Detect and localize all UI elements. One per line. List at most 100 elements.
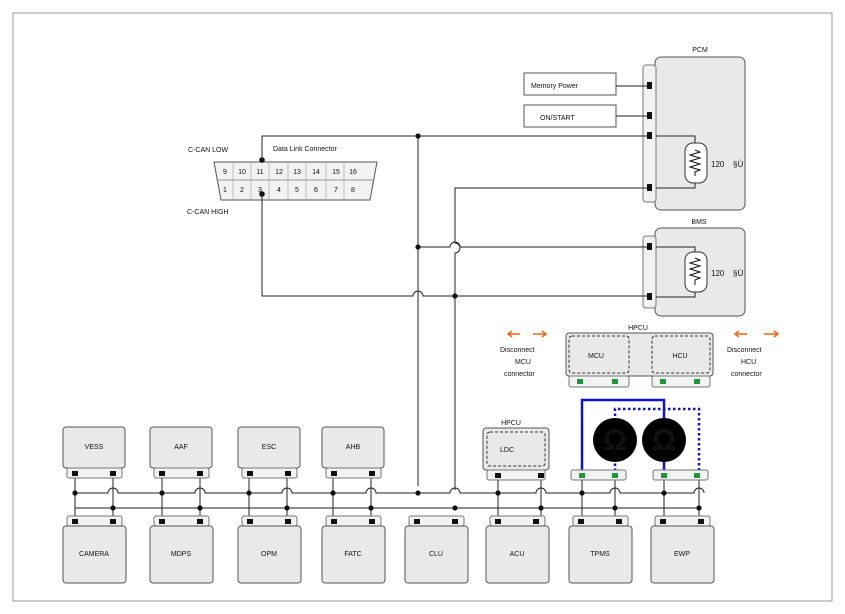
mcu-pin (577, 379, 583, 384)
module-mdps: MDPS (149, 515, 214, 584)
hpcu-ldc-label: HPCU (501, 420, 521, 427)
connector-pin (661, 473, 667, 478)
dlc-pin-label: 2 (240, 187, 244, 194)
dlc-pin-label: 7 (334, 187, 338, 194)
hcu-box (651, 335, 711, 374)
dlc-pin-label: 13 (293, 169, 301, 176)
pcm-pin-1 (647, 82, 652, 89)
dlc-pin-label: 3 (258, 187, 262, 194)
connector-body (486, 469, 546, 481)
disconnect-hcu-note: Disconnect HCU connector (727, 330, 780, 378)
module-body (568, 525, 633, 584)
module-connector (241, 467, 298, 479)
module-body (149, 525, 214, 584)
disconnect-mcu-line3: connector (504, 371, 535, 378)
module-label: ACU (510, 551, 525, 558)
pcm-module: PCM 120 §Ù (642, 47, 746, 211)
hpcu-ldc-module: HPCU LDC (482, 420, 550, 471)
ohmmeter-2 (642, 418, 686, 462)
module-label: AAF (174, 444, 188, 451)
hpcu-body (565, 332, 714, 377)
module-label: OPM (261, 551, 277, 558)
data-link-connector: Data Link Connector C-CAN LOW C-CAN HIGH… (187, 146, 378, 216)
hcu-label: HCU (672, 353, 687, 360)
hcu-pin (660, 379, 666, 384)
dlc-pin-label: 4 (277, 187, 281, 194)
dlc-pin-label: 16 (349, 169, 357, 176)
module-fatc: FATC (321, 515, 386, 584)
dlc-bottom-pin-row: 1 2 3 4 5 6 7 8 (223, 187, 355, 194)
connector-pin (538, 473, 544, 478)
mcu-label: MCU (588, 353, 604, 360)
dlc-title: Data Link Connector (273, 146, 337, 153)
pcm-pin-4 (647, 184, 652, 191)
mcu-hcu-test-connector (570, 469, 627, 481)
module-label: TPMS (590, 551, 610, 558)
upper-modules: VESS AAF ESC AHB (62, 426, 709, 481)
bms-pin-2 (647, 293, 652, 300)
dlc-pin-label: 5 (295, 187, 299, 194)
module-opm: OPM (237, 515, 302, 584)
module-acu: ACU (485, 515, 550, 584)
dlc-pin-label: 11 (256, 169, 263, 176)
mcu-pin (612, 379, 618, 384)
connector-pin (694, 473, 700, 478)
mcu-connector (568, 375, 630, 388)
module-body (62, 525, 127, 584)
module-label: EWP (674, 551, 690, 558)
module-pin (110, 471, 116, 476)
hcu-pin (694, 379, 700, 384)
module-body (237, 525, 302, 584)
dlc-pin-label: 9 (223, 169, 227, 176)
module-body (485, 525, 550, 584)
dlc-pin-label: 1 (223, 187, 227, 194)
hpcu-ldc-connector (486, 469, 546, 481)
bms-pin-1 (647, 243, 652, 250)
disconnect-mcu-line1: Disconnect (500, 347, 535, 354)
module-pin (285, 519, 291, 524)
module-pin (197, 471, 203, 476)
on-start-label: ON/START (540, 115, 575, 122)
module-label: VESS (85, 444, 104, 451)
pcm-label: PCM (692, 47, 708, 54)
resistance-measurement: Ω Ω (580, 398, 701, 471)
module-label: MDPS (171, 551, 192, 558)
module-pin (495, 519, 501, 524)
memory-power-label: Memory Power (531, 83, 579, 90)
module-label: ESC (262, 444, 276, 451)
module-pin (159, 471, 165, 476)
pcm-resistor-icon (688, 149, 702, 176)
module-pin (197, 519, 203, 524)
connector-pin (612, 473, 618, 478)
ohm-symbol-icon: Ω (603, 424, 627, 457)
arrow-left-right-icon (506, 330, 548, 338)
dlc-pin-label: 14 (312, 169, 320, 176)
pcm-pin-3 (647, 132, 652, 139)
module-label: AHB (346, 444, 361, 451)
module-pin (331, 471, 337, 476)
module-tpms: TPMS (568, 515, 633, 584)
module-pin (159, 519, 165, 524)
ldc-label: LDC (500, 447, 514, 454)
module-connector (325, 467, 382, 479)
module-body (321, 525, 386, 584)
module-pin (110, 519, 116, 524)
bms-terminator-box (684, 251, 708, 293)
bms-resistor-icon (688, 257, 702, 285)
module-pin (369, 519, 375, 524)
bms-label: BMS (691, 219, 707, 226)
module-pin (452, 519, 458, 524)
arrow-left-right-icon (733, 330, 780, 338)
dlc-can-high-label: C-CAN HIGH (187, 209, 229, 216)
module-camera: CAMERA (62, 515, 127, 584)
bms-resistor-value: 120 (711, 269, 725, 278)
disconnect-mcu-note: Disconnect MCU connector (500, 330, 548, 378)
module-body (404, 525, 469, 584)
dlc-pin-label: 10 (238, 169, 246, 176)
bms-resistor-unit: §Ù (733, 269, 743, 278)
hcu-connector (651, 375, 711, 388)
module-esc: ESC (237, 426, 301, 479)
module-ewp: EWP (650, 515, 715, 584)
